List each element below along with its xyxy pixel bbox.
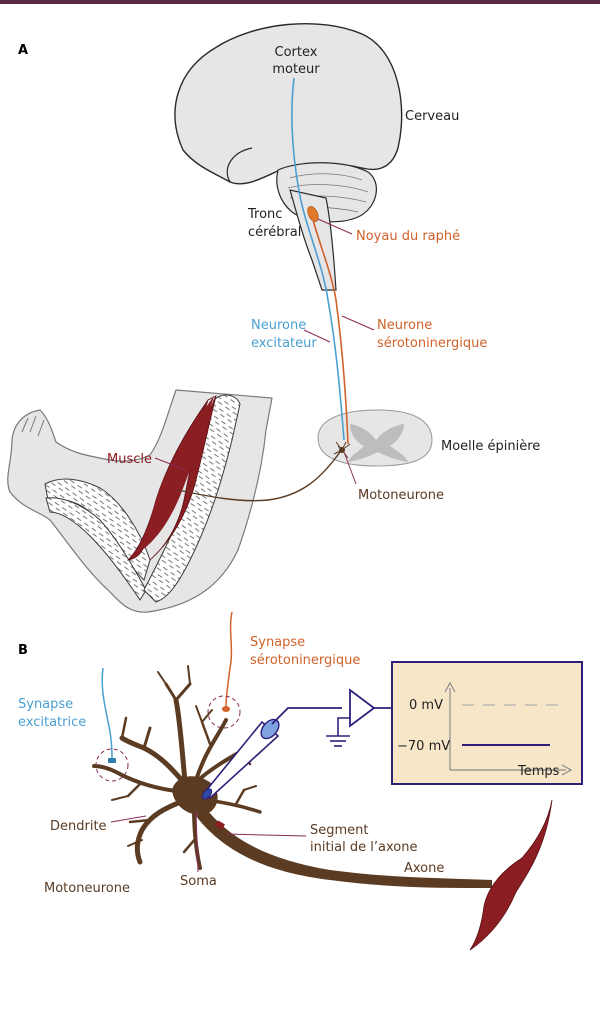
leader-serotonergic-neuron	[341, 315, 375, 331]
label-brainstem-line2: cérébral	[248, 225, 301, 240]
panel-b-letter: B	[18, 643, 28, 658]
raphe-nucleus	[307, 206, 319, 222]
recording-panel	[391, 661, 583, 785]
label-segment-line1: Segment	[310, 823, 369, 838]
label-excitatory-neuron-line1: Neurone	[251, 318, 306, 333]
label-excit-synapse-line2: excitatrice	[18, 715, 86, 730]
label-muscle: Muscle	[107, 452, 152, 467]
leader-soma	[195, 811, 199, 873]
top-bar	[0, 0, 600, 4]
spinal-motoneuron	[333, 441, 351, 459]
label-excitatory-neuron-line2: excitateur	[251, 336, 317, 351]
brain	[174, 22, 403, 185]
leader-excitatory-neuron	[303, 329, 331, 343]
label-cortex-line1: Cortex	[275, 45, 318, 60]
label-brainstem-line1: Tronc	[247, 207, 282, 222]
label-axon: Axone	[404, 861, 444, 876]
excitatory-terminal	[108, 758, 116, 763]
axon	[196, 806, 492, 888]
label-excit-synapse-line1: Synapse	[18, 697, 73, 712]
excitatory-synapse-fiber	[101, 667, 113, 759]
label-spinal-cord: Moelle épinière	[441, 439, 540, 454]
label-cortex-line2: moteur	[272, 62, 320, 77]
label-motoneuron-b: Motoneurone	[44, 881, 130, 896]
leader-muscle	[154, 457, 187, 471]
label-serotonergic-neuron-line2: sérotoninergique	[377, 336, 487, 351]
label-sero-synapse-line2: sérotoninergique	[250, 653, 360, 668]
label-brain: Cerveau	[405, 109, 459, 124]
label-raphe: Noyau du raphé	[356, 229, 460, 244]
panel-a-letter: A	[18, 43, 28, 58]
leader-dendrite	[110, 815, 147, 823]
serotonergic-synapse-fiber	[225, 611, 233, 707]
label-time: Temps	[517, 764, 560, 779]
label-sero-synapse-line1: Synapse	[250, 635, 305, 650]
label-rest-mv: −70 mV	[397, 739, 450, 754]
label-motoneuron-a: Motoneurone	[358, 488, 444, 503]
soma	[172, 776, 218, 815]
recording-y-arrow	[444, 681, 456, 693]
target-muscle	[469, 799, 553, 951]
biceps-muscle-body	[132, 396, 214, 556]
axon-initial-segment	[215, 820, 225, 830]
excitatory-neuron-fiber	[291, 77, 345, 441]
serotonergic-terminal	[222, 706, 230, 712]
serotonergic-neuron-fiber	[312, 219, 349, 445]
label-soma: Soma	[180, 874, 217, 889]
recording-x-arrow	[561, 764, 573, 776]
label-segment-line2: initial de l’axone	[310, 840, 417, 855]
motor-axon	[177, 451, 341, 502]
recording-electrode	[201, 707, 342, 800]
leader-segment	[225, 833, 307, 837]
label-serotonergic-neuron-line1: Neurone	[377, 318, 432, 333]
leader-motoneuron	[343, 451, 357, 485]
forearm-bones	[44, 478, 151, 601]
leader-raphe	[317, 218, 353, 235]
serotonergic-synapse-circle	[207, 695, 241, 729]
label-zero-mv: 0 mV	[409, 698, 443, 713]
amplifier	[326, 688, 392, 747]
label-dendrite: Dendrite	[50, 819, 107, 834]
